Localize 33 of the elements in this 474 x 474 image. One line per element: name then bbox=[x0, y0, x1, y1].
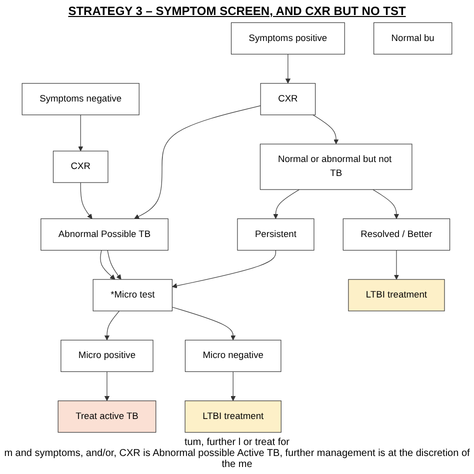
title: STRATEGY 3 – SYMPTOM SCREEN, AND CXR BUT NO TST bbox=[68, 4, 406, 18]
node-box: Symptoms positive bbox=[230, 22, 345, 54]
arrow bbox=[80, 182, 92, 219]
arrow bbox=[107, 250, 122, 280]
node-box: Normal bu bbox=[374, 22, 452, 54]
arrow bbox=[172, 250, 276, 288]
arrow bbox=[100, 250, 116, 280]
note-text: tum, further l or treat for bbox=[183, 437, 291, 448]
note-text: m and symptoms, and/or, CXR is Abnormal possible Active TB, further management is at the discretion of the me bbox=[4, 448, 470, 470]
arrow bbox=[104, 310, 120, 340]
node-box: LTBI treatment bbox=[348, 279, 445, 312]
arrow bbox=[172, 306, 236, 340]
arrow bbox=[372, 189, 400, 219]
node-box: Abnormal Possible TB bbox=[40, 218, 168, 251]
node-box: CXR bbox=[52, 150, 108, 183]
arrow bbox=[285, 54, 290, 84]
node-box: Micro positive bbox=[60, 340, 154, 372]
arrow bbox=[312, 114, 339, 144]
node-box: CXR bbox=[260, 83, 316, 116]
arrow bbox=[104, 371, 110, 402]
node-box: Resolved / Better bbox=[342, 218, 450, 251]
arrow bbox=[230, 371, 236, 402]
arrow bbox=[134, 105, 261, 219]
node-box: Normal or abnormal but not TB bbox=[260, 144, 412, 190]
arrow bbox=[78, 114, 84, 152]
node-box: Symptoms negative bbox=[22, 83, 140, 116]
node-box: *Micro test bbox=[92, 279, 172, 312]
arrow bbox=[394, 250, 400, 280]
arrow bbox=[273, 189, 300, 219]
node-box: LTBI treatment bbox=[184, 400, 282, 433]
node-box: Persistent bbox=[237, 218, 314, 251]
node-box: Treat active TB bbox=[58, 400, 156, 433]
node-box: Micro negative bbox=[184, 340, 282, 372]
